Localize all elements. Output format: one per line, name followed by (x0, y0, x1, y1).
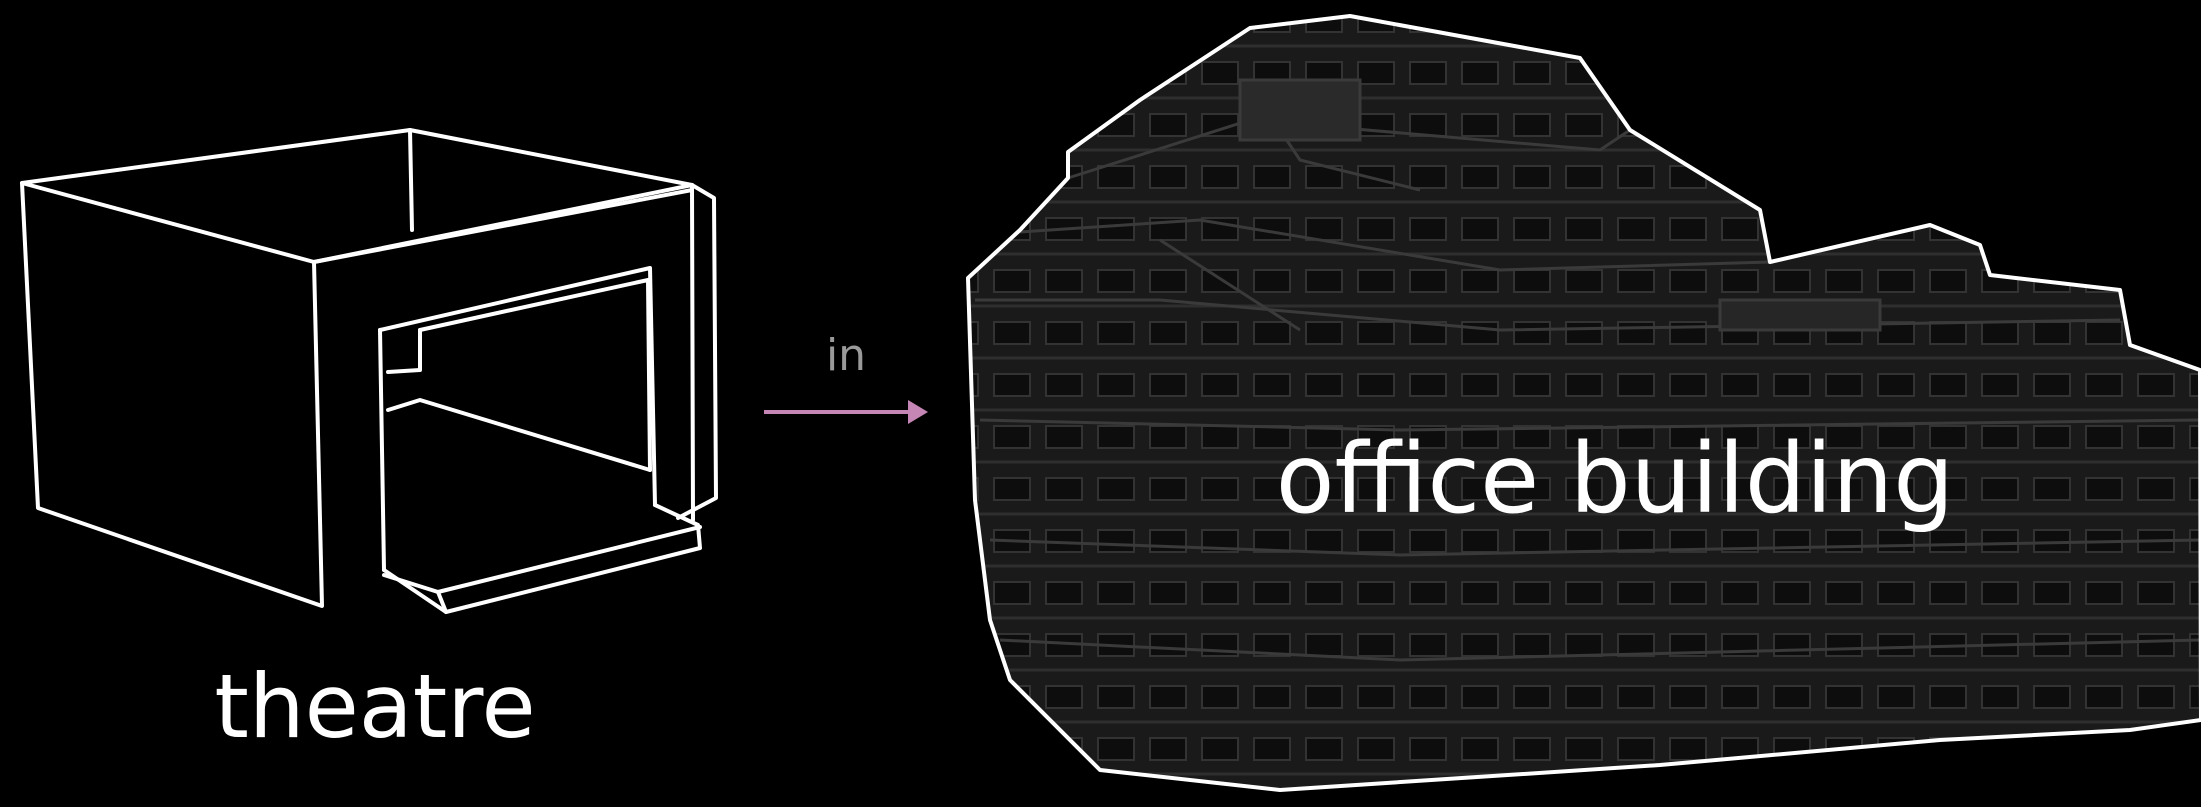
source-label: theatre (214, 655, 535, 758)
office-building-photo-icon (968, 16, 2201, 790)
target-label: office building (1276, 423, 1954, 535)
relation-arrow (764, 400, 928, 424)
relation-label: in (826, 330, 866, 381)
arrow-head-icon (908, 400, 928, 424)
theatre-sketch-icon (22, 130, 716, 612)
